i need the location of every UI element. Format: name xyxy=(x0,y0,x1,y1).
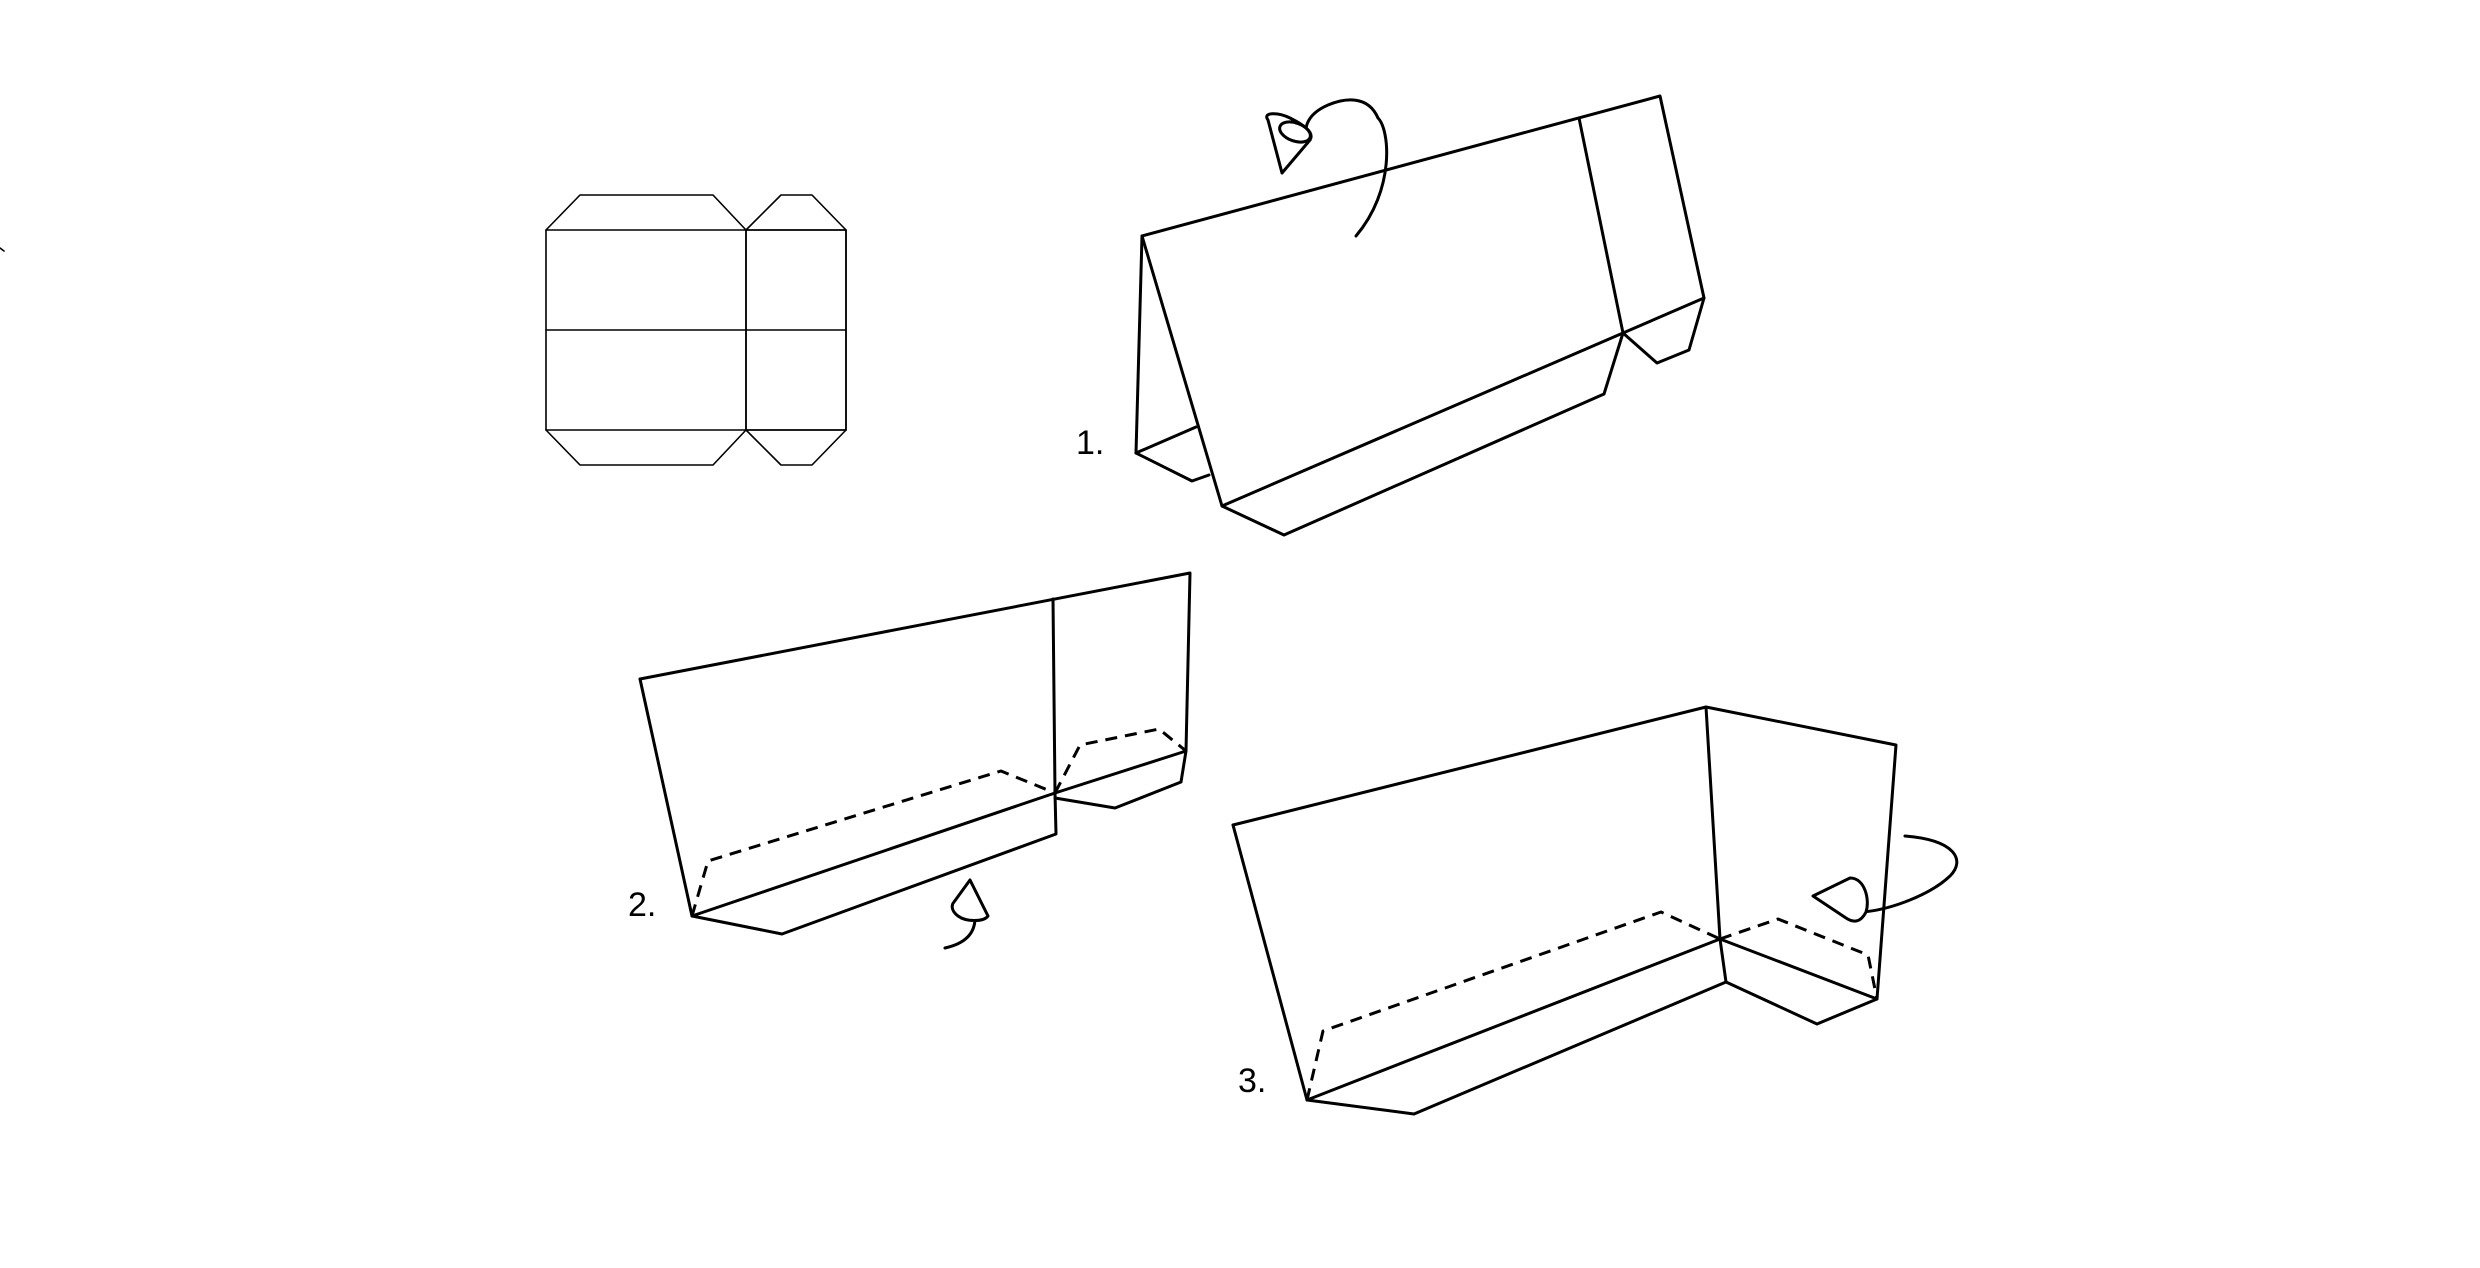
turn-arrow-shaft xyxy=(1860,834,1959,914)
step1-right-flap xyxy=(1621,296,1706,365)
step3-left-edge xyxy=(1231,823,1309,1102)
step3-bottom-flap xyxy=(1305,937,1728,1116)
step1-left-end-edge xyxy=(1134,234,1144,455)
step2-hidden-edge-left xyxy=(690,769,1056,917)
step3-fold-vertical xyxy=(1704,705,1722,941)
rotate-arrow-shaft xyxy=(1304,98,1389,238)
step2-bottom-flap xyxy=(690,791,1058,936)
push-arrow-shaft xyxy=(943,916,977,950)
push-arrow-head-icon xyxy=(950,878,990,922)
net-top-flap-right xyxy=(745,194,847,231)
step-1-label: 1. xyxy=(1076,424,1105,462)
step2-fold-vertical xyxy=(1051,597,1057,795)
step2-hidden-edge-right xyxy=(1053,727,1187,794)
step3-hidden-edge-left xyxy=(1305,910,1721,1101)
step1-left-flap xyxy=(1134,451,1211,483)
step2-left-edge xyxy=(638,677,694,918)
net-bottom-flap-left xyxy=(545,429,747,466)
edge-tick xyxy=(0,247,5,252)
step2-right-flap xyxy=(1053,749,1188,810)
step3-right-flap xyxy=(1718,937,1879,1026)
step3-hidden-edge-right xyxy=(1719,917,1879,1000)
step-3-figure xyxy=(1231,705,1959,1116)
step3-crease xyxy=(1305,937,1722,1102)
step1-front-bottom xyxy=(1140,234,1706,508)
step1-fold-vertical xyxy=(1577,116,1625,335)
step2-top-edge xyxy=(638,571,1192,753)
step1-left-flap-fold xyxy=(1134,425,1198,455)
net-bottom-flap-right xyxy=(745,429,847,466)
net-top-flap-left xyxy=(545,194,747,231)
flat-net xyxy=(545,194,847,466)
step3-top-edge xyxy=(1231,705,1898,1001)
step2-crease xyxy=(690,791,1057,918)
step-2-figure xyxy=(638,571,1192,950)
turn-arrow-head-icon xyxy=(1811,876,1869,923)
step-2-label: 2. xyxy=(628,886,657,924)
step1-top-edge xyxy=(1140,94,1706,300)
step-1-figure xyxy=(1134,94,1706,537)
step-3-label: 3. xyxy=(1238,1062,1267,1100)
rotate-arrow-cone-rim xyxy=(1278,120,1312,144)
step1-bottom-flap xyxy=(1220,331,1625,537)
